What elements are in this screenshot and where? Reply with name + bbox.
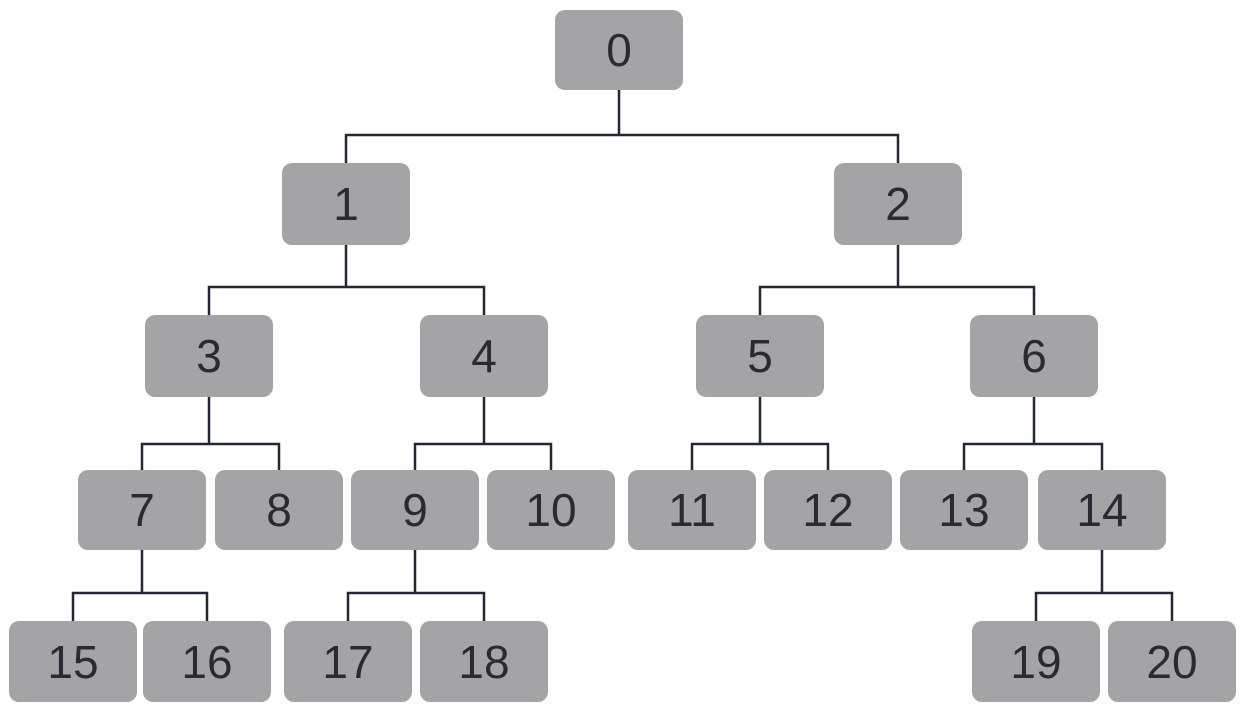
connector-6 xyxy=(962,397,1104,470)
tree-node-0: 0 xyxy=(555,10,683,90)
tree-node-13: 13 xyxy=(900,470,1028,550)
tree-node-14: 14 xyxy=(1038,470,1166,550)
tree-node-9: 9 xyxy=(351,470,479,550)
tree-node-11: 11 xyxy=(628,470,756,550)
tree-node-4: 4 xyxy=(420,315,548,397)
tree-node-6: 6 xyxy=(970,315,1098,397)
connector-5 xyxy=(690,397,830,470)
tree-node-3: 3 xyxy=(145,315,273,397)
connector-9 xyxy=(346,550,486,621)
tree-node-10: 10 xyxy=(487,470,615,550)
tree-node-17: 17 xyxy=(284,621,412,702)
tree-node-20: 20 xyxy=(1108,621,1236,702)
connector-14 xyxy=(1034,550,1174,621)
tree-node-18: 18 xyxy=(420,621,548,702)
tree-node-15: 15 xyxy=(9,621,137,702)
tree-node-8: 8 xyxy=(215,470,343,550)
connector-7 xyxy=(71,550,209,621)
connector-0 xyxy=(344,90,900,163)
tree-node-19: 19 xyxy=(972,621,1100,702)
tree-node-1: 1 xyxy=(282,163,410,245)
connector-3 xyxy=(140,397,281,470)
tree-node-7: 7 xyxy=(78,470,206,550)
connector-2 xyxy=(758,245,1036,315)
tree-node-12: 12 xyxy=(764,470,892,550)
tree-node-2: 2 xyxy=(834,163,962,245)
tree-node-5: 5 xyxy=(696,315,824,397)
connector-4 xyxy=(413,397,553,470)
connector-1 xyxy=(207,245,486,315)
tree-node-16: 16 xyxy=(143,621,271,702)
